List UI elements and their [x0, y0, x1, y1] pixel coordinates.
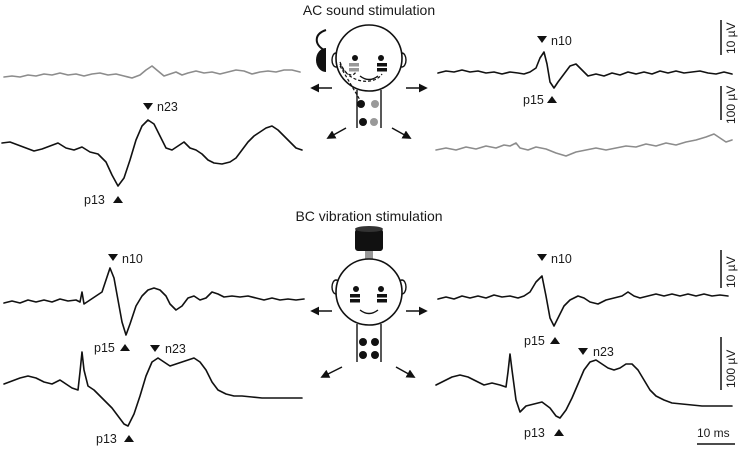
bc-trace-upper-left [3, 267, 305, 336]
bc-left-n10-marker [108, 254, 118, 261]
bc-left-p13-marker [124, 435, 134, 442]
bc-left-p15-label: p15 [94, 341, 115, 355]
bc-left-n10-label: n10 [122, 252, 143, 266]
ac-p13-marker [113, 196, 123, 203]
ac-n23-label: n23 [157, 100, 178, 114]
ac-section-title: AC sound stimulation [303, 2, 435, 18]
bc-trace-lower-right [435, 353, 733, 419]
bc-trace-lower-left [3, 351, 303, 427]
bc-right-p13-marker [554, 429, 564, 436]
bc-right-p15-label: p15 [524, 334, 545, 348]
ac-scale-lower-label: 100 µV [724, 86, 738, 124]
bc-vibrator-icon [355, 229, 383, 251]
ac-arrow-lower-right [391, 127, 412, 139]
ac-p13-label: p13 [84, 193, 105, 207]
ac-p15-marker [547, 96, 557, 103]
bc-right-p13-label: p13 [524, 426, 545, 440]
bc-right-n23-marker [578, 348, 588, 355]
bc-section-title: BC vibration stimulation [295, 208, 442, 224]
bc-right-n10-label: n10 [551, 252, 572, 266]
bc-trace-upper-right [437, 275, 729, 327]
bc-right-n23-label: n23 [593, 345, 614, 359]
bc-left-p13-label: p13 [96, 432, 117, 446]
time-scale-label: 10 ms [697, 426, 730, 440]
ac-n23-marker [143, 103, 153, 110]
bc-arrow-lower-left [320, 366, 343, 378]
bc-head-diagram [331, 226, 407, 362]
bc-right-n10-marker [537, 254, 547, 261]
ac-head-outline [335, 24, 403, 92]
ac-headphone-icon [315, 29, 327, 51]
ac-trace-lower-right [435, 133, 733, 157]
ac-arrow-lower-left [326, 127, 347, 139]
ac-n10-marker [537, 36, 547, 43]
ac-scale-upper-label: 10 µV [724, 22, 738, 54]
ac-p15-label: p15 [523, 93, 544, 107]
ac-n10-label: n10 [551, 34, 572, 48]
bc-scale-lower-label: 100 µV [724, 350, 738, 388]
bc-arrow-lower-right [395, 366, 416, 378]
ac-trace-upper-right [437, 51, 733, 89]
bc-left-n23-label: n23 [165, 342, 186, 356]
bc-head-outline [335, 258, 403, 326]
bc-scale-upper-label: 10 µV [724, 256, 738, 288]
ac-trace-upper-left [3, 65, 301, 79]
bc-right-p15-marker [550, 337, 560, 344]
bc-left-p15-marker [120, 344, 130, 351]
bc-left-n23-marker [150, 345, 160, 352]
ac-trace-lower-left [1, 119, 303, 187]
ac-head-diagram [315, 24, 407, 128]
